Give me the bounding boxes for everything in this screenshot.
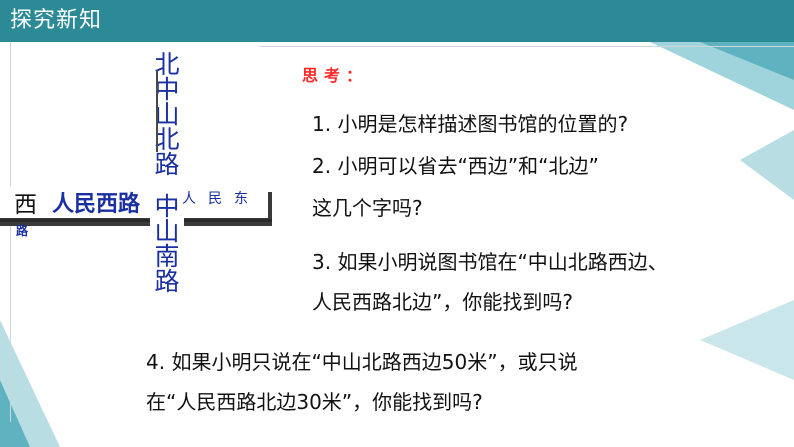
vertical-road-edge	[156, 70, 158, 152]
horizontal-road-edge	[0, 219, 272, 222]
road-char: 北	[154, 50, 180, 79]
road-char: 山	[154, 100, 180, 129]
right-triangle-low	[700, 300, 794, 380]
question-2-cont: 这几个字吗?	[312, 196, 423, 220]
right-triangle-mid	[740, 130, 794, 200]
road-char: 北	[154, 125, 180, 154]
frame-left-line	[10, 42, 11, 422]
road-char: 南	[154, 242, 180, 271]
west-label: 西	[14, 192, 37, 218]
vertical-road: 北 中 山 北 路 中 山 南 路	[150, 44, 184, 302]
question-1: 1. 小明是怎样描述图书馆的位置的?	[312, 112, 629, 136]
road-suffix-label: 路	[16, 224, 29, 238]
question-4-cont: 在“人民西路北边30米”，你能找到吗?	[146, 390, 483, 414]
bottom-left-triangle-dark	[0, 380, 30, 447]
road-char: 中	[154, 75, 180, 104]
top-right-triangle-dark	[700, 42, 794, 80]
road-char: 路	[154, 150, 180, 179]
renmin-east-road-label: 人民东	[182, 191, 260, 207]
question-2: 2. 小明可以省去“西边”和“北边”	[312, 154, 599, 178]
renmin-west-road-label: 人民西路	[52, 192, 141, 217]
question-3-cont: 人民西路北边”，你能找到吗?	[312, 290, 573, 314]
question-3: 3. 如果小明说图书馆在“中山北路西边、	[312, 250, 668, 274]
page-title: 探究新知	[10, 8, 103, 33]
frame-top-line	[260, 46, 794, 47]
think-label: 思考：	[302, 66, 369, 85]
horizontal-road	[0, 186, 268, 218]
question-4: 4. 如果小明只说在“中山北路西边50米”，或只说	[146, 350, 578, 374]
header-bar	[0, 0, 794, 42]
road-char: 中	[154, 192, 180, 221]
road-char: 路	[154, 267, 180, 296]
road-char: 山	[154, 217, 180, 246]
